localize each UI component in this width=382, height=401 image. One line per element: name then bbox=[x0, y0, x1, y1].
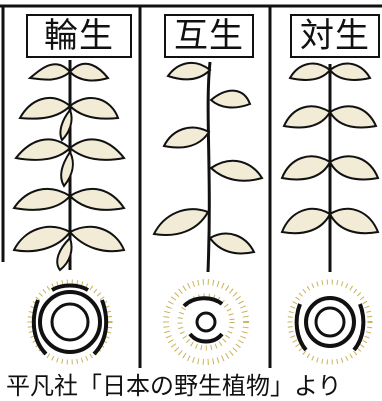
stem bbox=[208, 62, 210, 272]
plant-alternate bbox=[154, 62, 262, 272]
diagram-alternate-section bbox=[166, 282, 246, 362]
label-alternate: 互生 bbox=[164, 14, 254, 58]
plant-opposite bbox=[282, 64, 378, 272]
plant-whorled bbox=[14, 60, 124, 270]
diagram-opposite-section bbox=[290, 282, 370, 362]
leaf-arrangement-diagram bbox=[0, 0, 382, 392]
source-credit: 平凡社「日本の野生植物」より bbox=[6, 366, 382, 401]
label-whorled: 輪生 bbox=[26, 14, 132, 58]
diagram-whorled-section bbox=[30, 282, 110, 362]
label-opposite: 対生 bbox=[290, 14, 380, 58]
